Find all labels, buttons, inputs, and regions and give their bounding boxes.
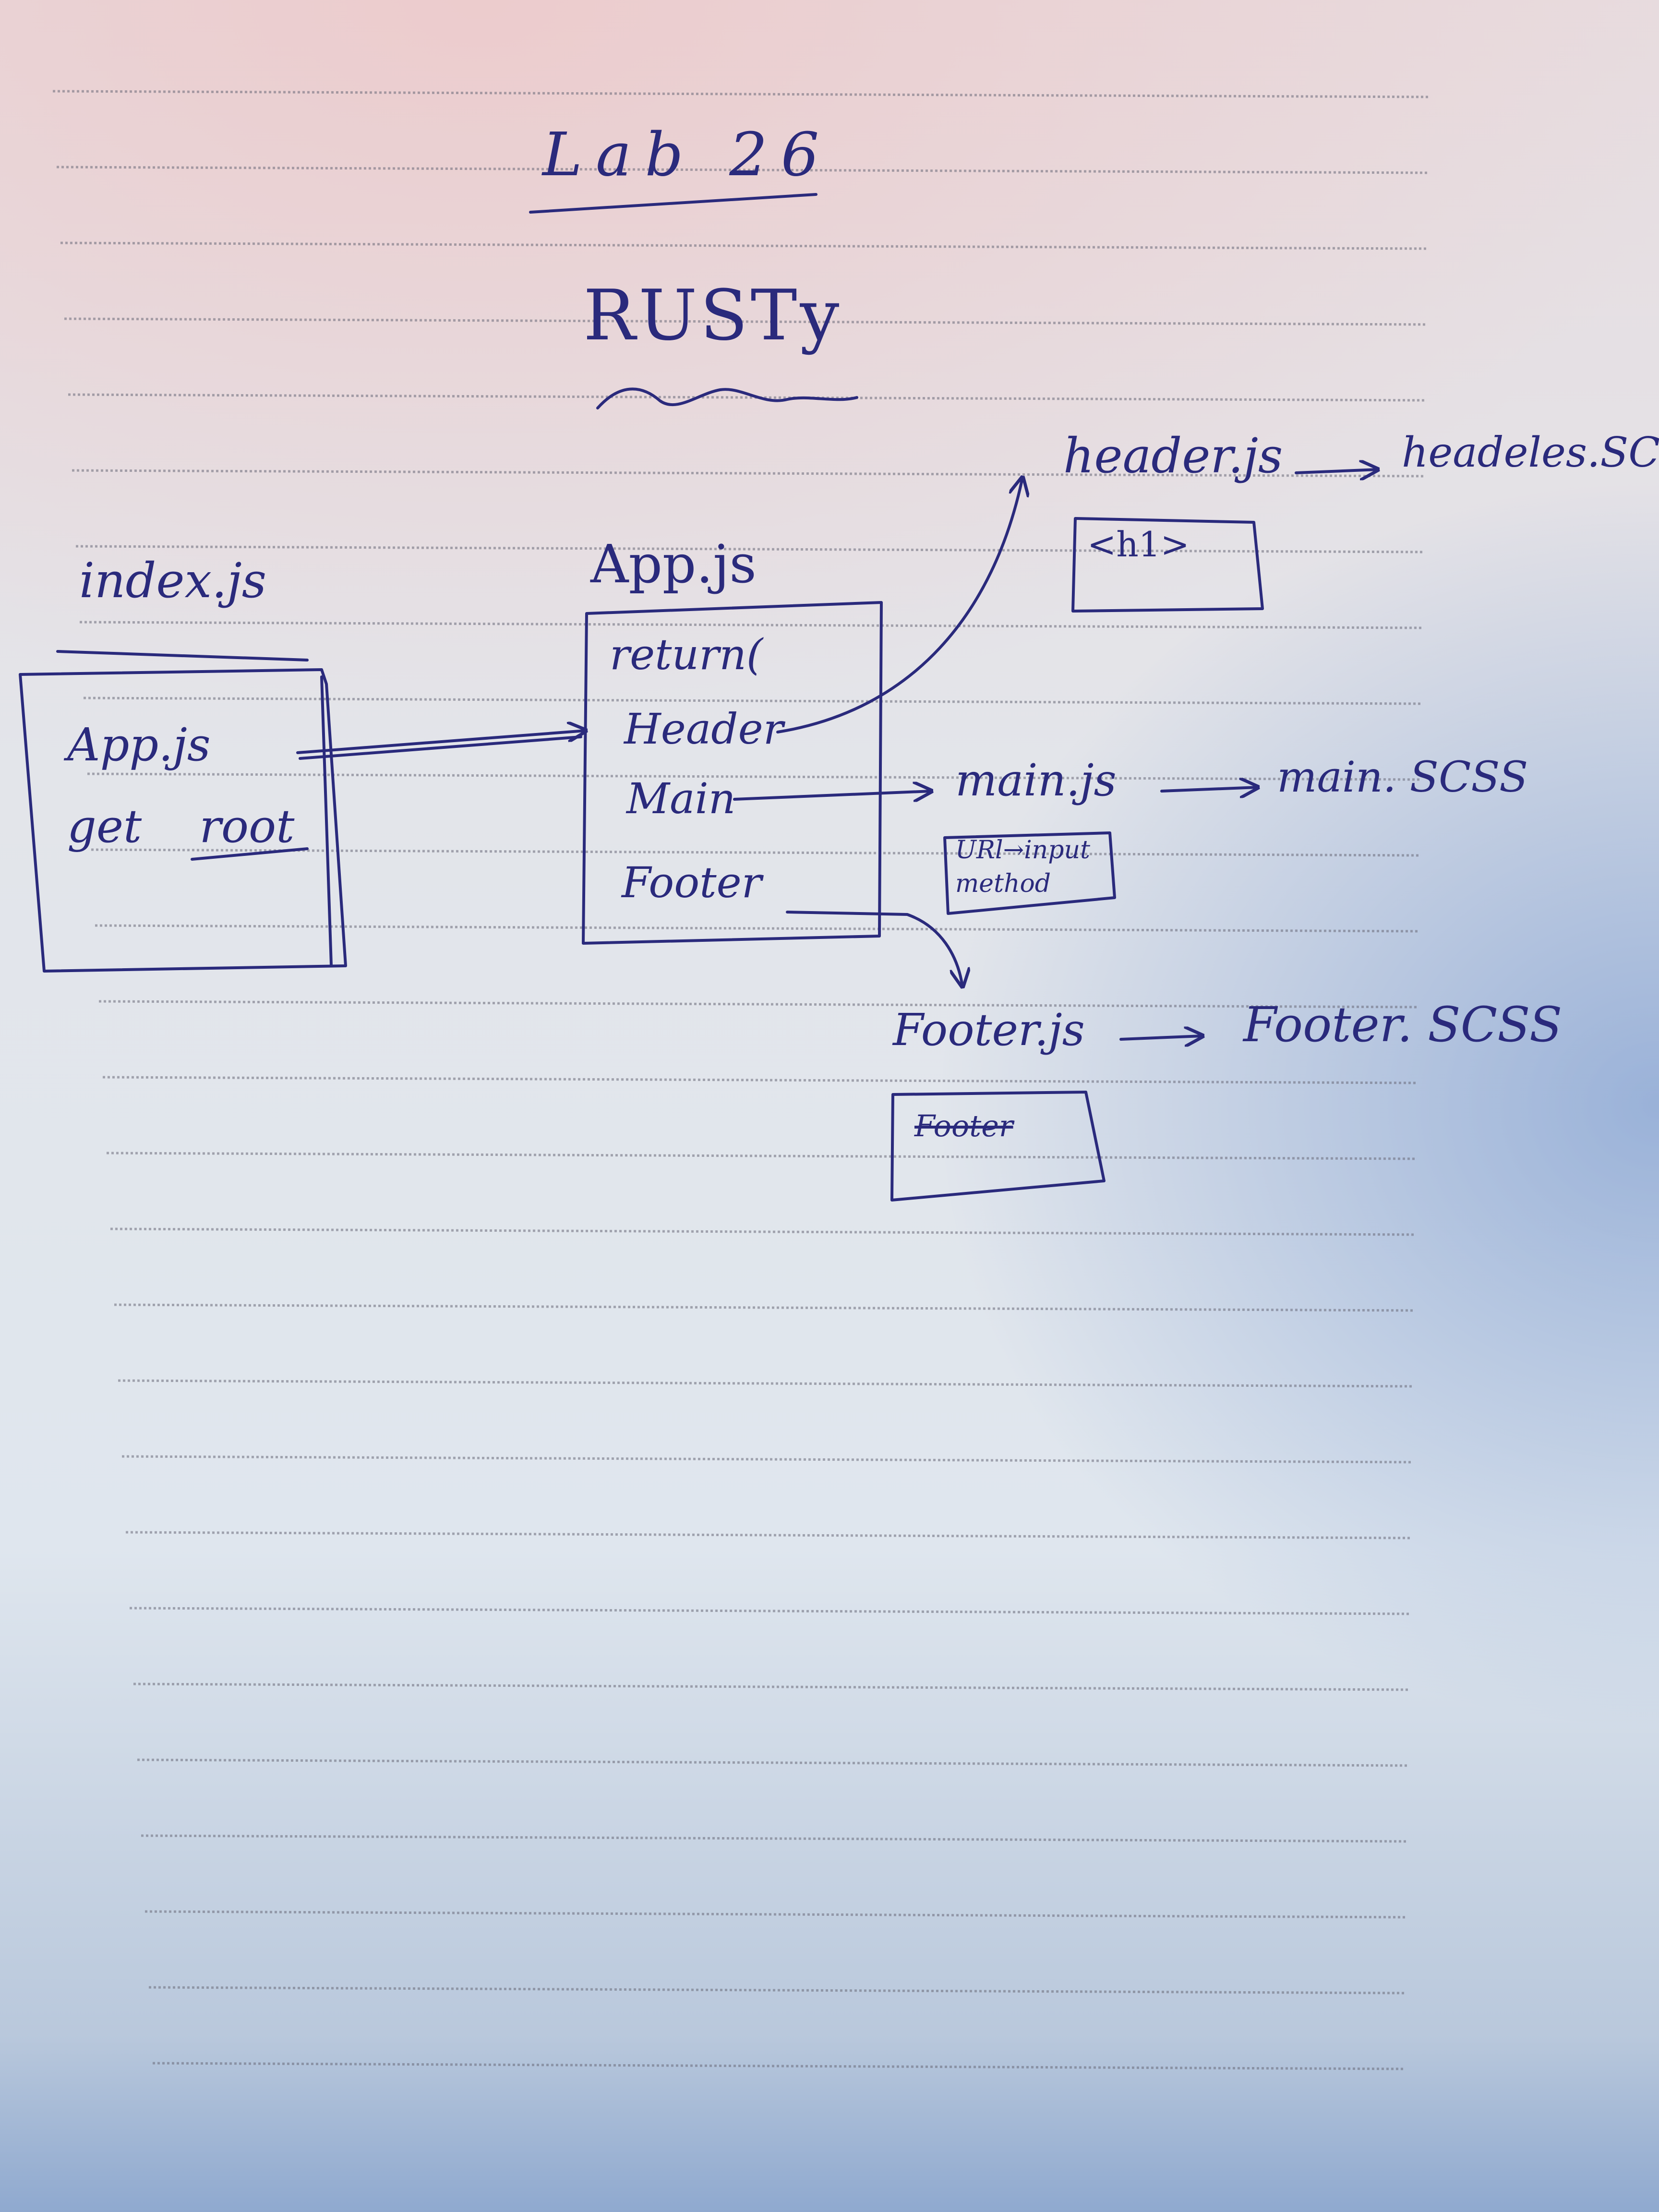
app-line-return: return( [610, 630, 763, 679]
subtitle-wavy-underline [596, 387, 858, 409]
ruled-line [68, 393, 1427, 402]
ruled-line [72, 469, 1426, 478]
ruled-line [75, 545, 1425, 553]
main-style-arrow [1160, 787, 1258, 791]
title-underline [529, 193, 817, 214]
ruled-line [133, 1683, 1411, 1691]
main-arrow [733, 791, 931, 799]
ruled-line [141, 1834, 1409, 1843]
app-line-main: Main [626, 774, 736, 823]
header-arrow [776, 478, 1022, 733]
ruled-line [87, 772, 1422, 781]
index-label: index.js [79, 553, 267, 609]
index-to-app-arrow [296, 731, 586, 754]
ruled-line [110, 1227, 1417, 1236]
app-line-footer: Footer [622, 858, 762, 907]
ruled-line [118, 1379, 1415, 1388]
ruled-line [52, 90, 1431, 98]
ruled-line [98, 1000, 1419, 1009]
ruled-line [148, 1986, 1407, 1995]
ruled-line [95, 924, 1420, 933]
index-line-app: App.js [67, 719, 211, 771]
ruled-line [121, 1455, 1414, 1464]
header-box-text: <h1> [1087, 524, 1190, 565]
footer-style-label: Footer. SCSS [1243, 997, 1563, 1053]
main-style-label: main. SCSS [1277, 752, 1528, 802]
header-style-label: headeles.SCSS [1402, 429, 1659, 477]
footer-style-arrow [1119, 1036, 1202, 1039]
header-file-label: header.js [1063, 428, 1283, 484]
main-box-line-method: method [955, 869, 1051, 898]
main-file-label: main.js [955, 755, 1117, 806]
app-box-outline [582, 601, 883, 945]
header-box-outline [1071, 517, 1264, 613]
index-line-root: get root [67, 800, 295, 853]
main-box-line-url: URl→input [955, 836, 1090, 865]
ruled-line [56, 166, 1430, 174]
ruled-line [114, 1303, 1416, 1312]
ruled-line [91, 848, 1421, 857]
root-underline [191, 847, 309, 861]
index-box-divider [320, 675, 333, 966]
footer-box-outline [890, 1091, 1106, 1202]
main-box-outline [943, 831, 1116, 915]
index-underline [56, 650, 309, 661]
header-style-arrow [1295, 469, 1378, 473]
app-label: App.js [590, 533, 757, 595]
page-title: Lab 26 [542, 120, 833, 190]
index-to-app-arrow-second [299, 735, 582, 760]
page-subtitle: RUSTy [583, 275, 842, 356]
footer-file-label: Footer.js [893, 1004, 1085, 1056]
ruled-line [102, 1076, 1419, 1084]
footer-box-text: Footer [914, 1108, 1013, 1143]
ruled-line [125, 1531, 1413, 1539]
app-line-header: Header [624, 704, 783, 754]
ruled-line [144, 1910, 1408, 1919]
ruled-line [79, 621, 1424, 629]
footer-arrow [786, 911, 962, 986]
ruled-line [137, 1758, 1410, 1767]
index-box-outline [19, 668, 347, 973]
ruled-line [64, 317, 1428, 326]
